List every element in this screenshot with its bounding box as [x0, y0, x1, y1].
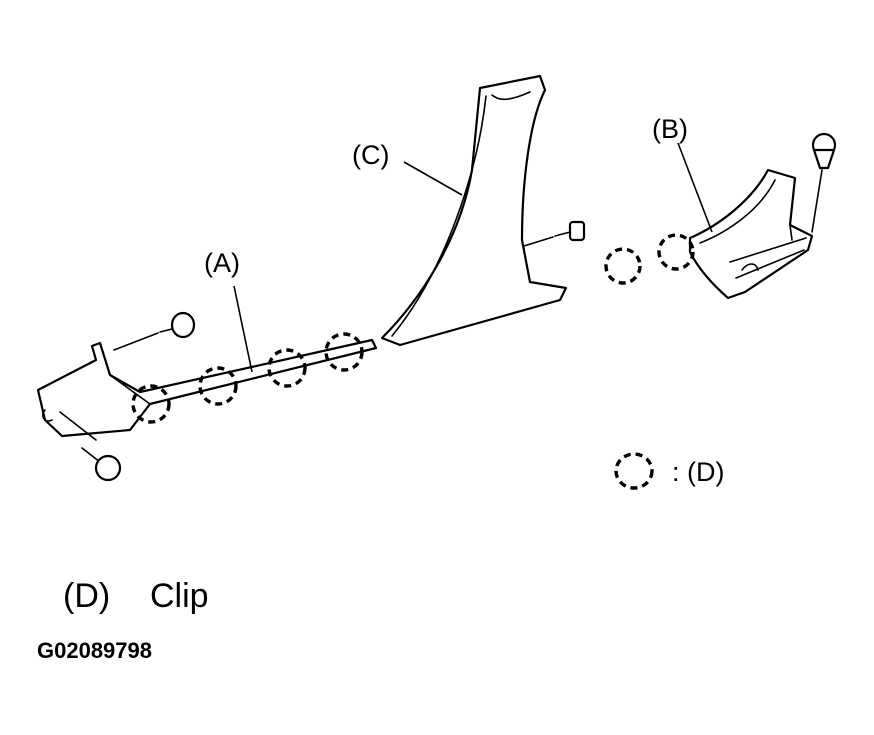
scuff-plate-b [688, 168, 814, 300]
leader-lines [233, 142, 713, 373]
clip-2 [198, 366, 238, 406]
fastener-pins [81, 132, 837, 482]
clip-3 [267, 348, 307, 388]
clip-5 [604, 247, 642, 285]
legend-clip-icon [614, 452, 654, 490]
caption-value: Clip [150, 577, 209, 615]
callout-label-a: (A) [204, 248, 240, 278]
caption-key: (D) [63, 577, 110, 615]
callout-label-b: (B) [652, 114, 688, 144]
pillar-trim-c [380, 74, 568, 347]
figure-id: G02089798 [37, 638, 152, 663]
clip-4 [324, 332, 364, 372]
clip-1 [131, 384, 171, 424]
scuff-strip-a [36, 338, 378, 441]
clip-6 [657, 233, 695, 271]
callout-label-c: (C) [352, 140, 389, 170]
clips-d [131, 233, 695, 490]
legend-text: : (D) [672, 457, 724, 487]
